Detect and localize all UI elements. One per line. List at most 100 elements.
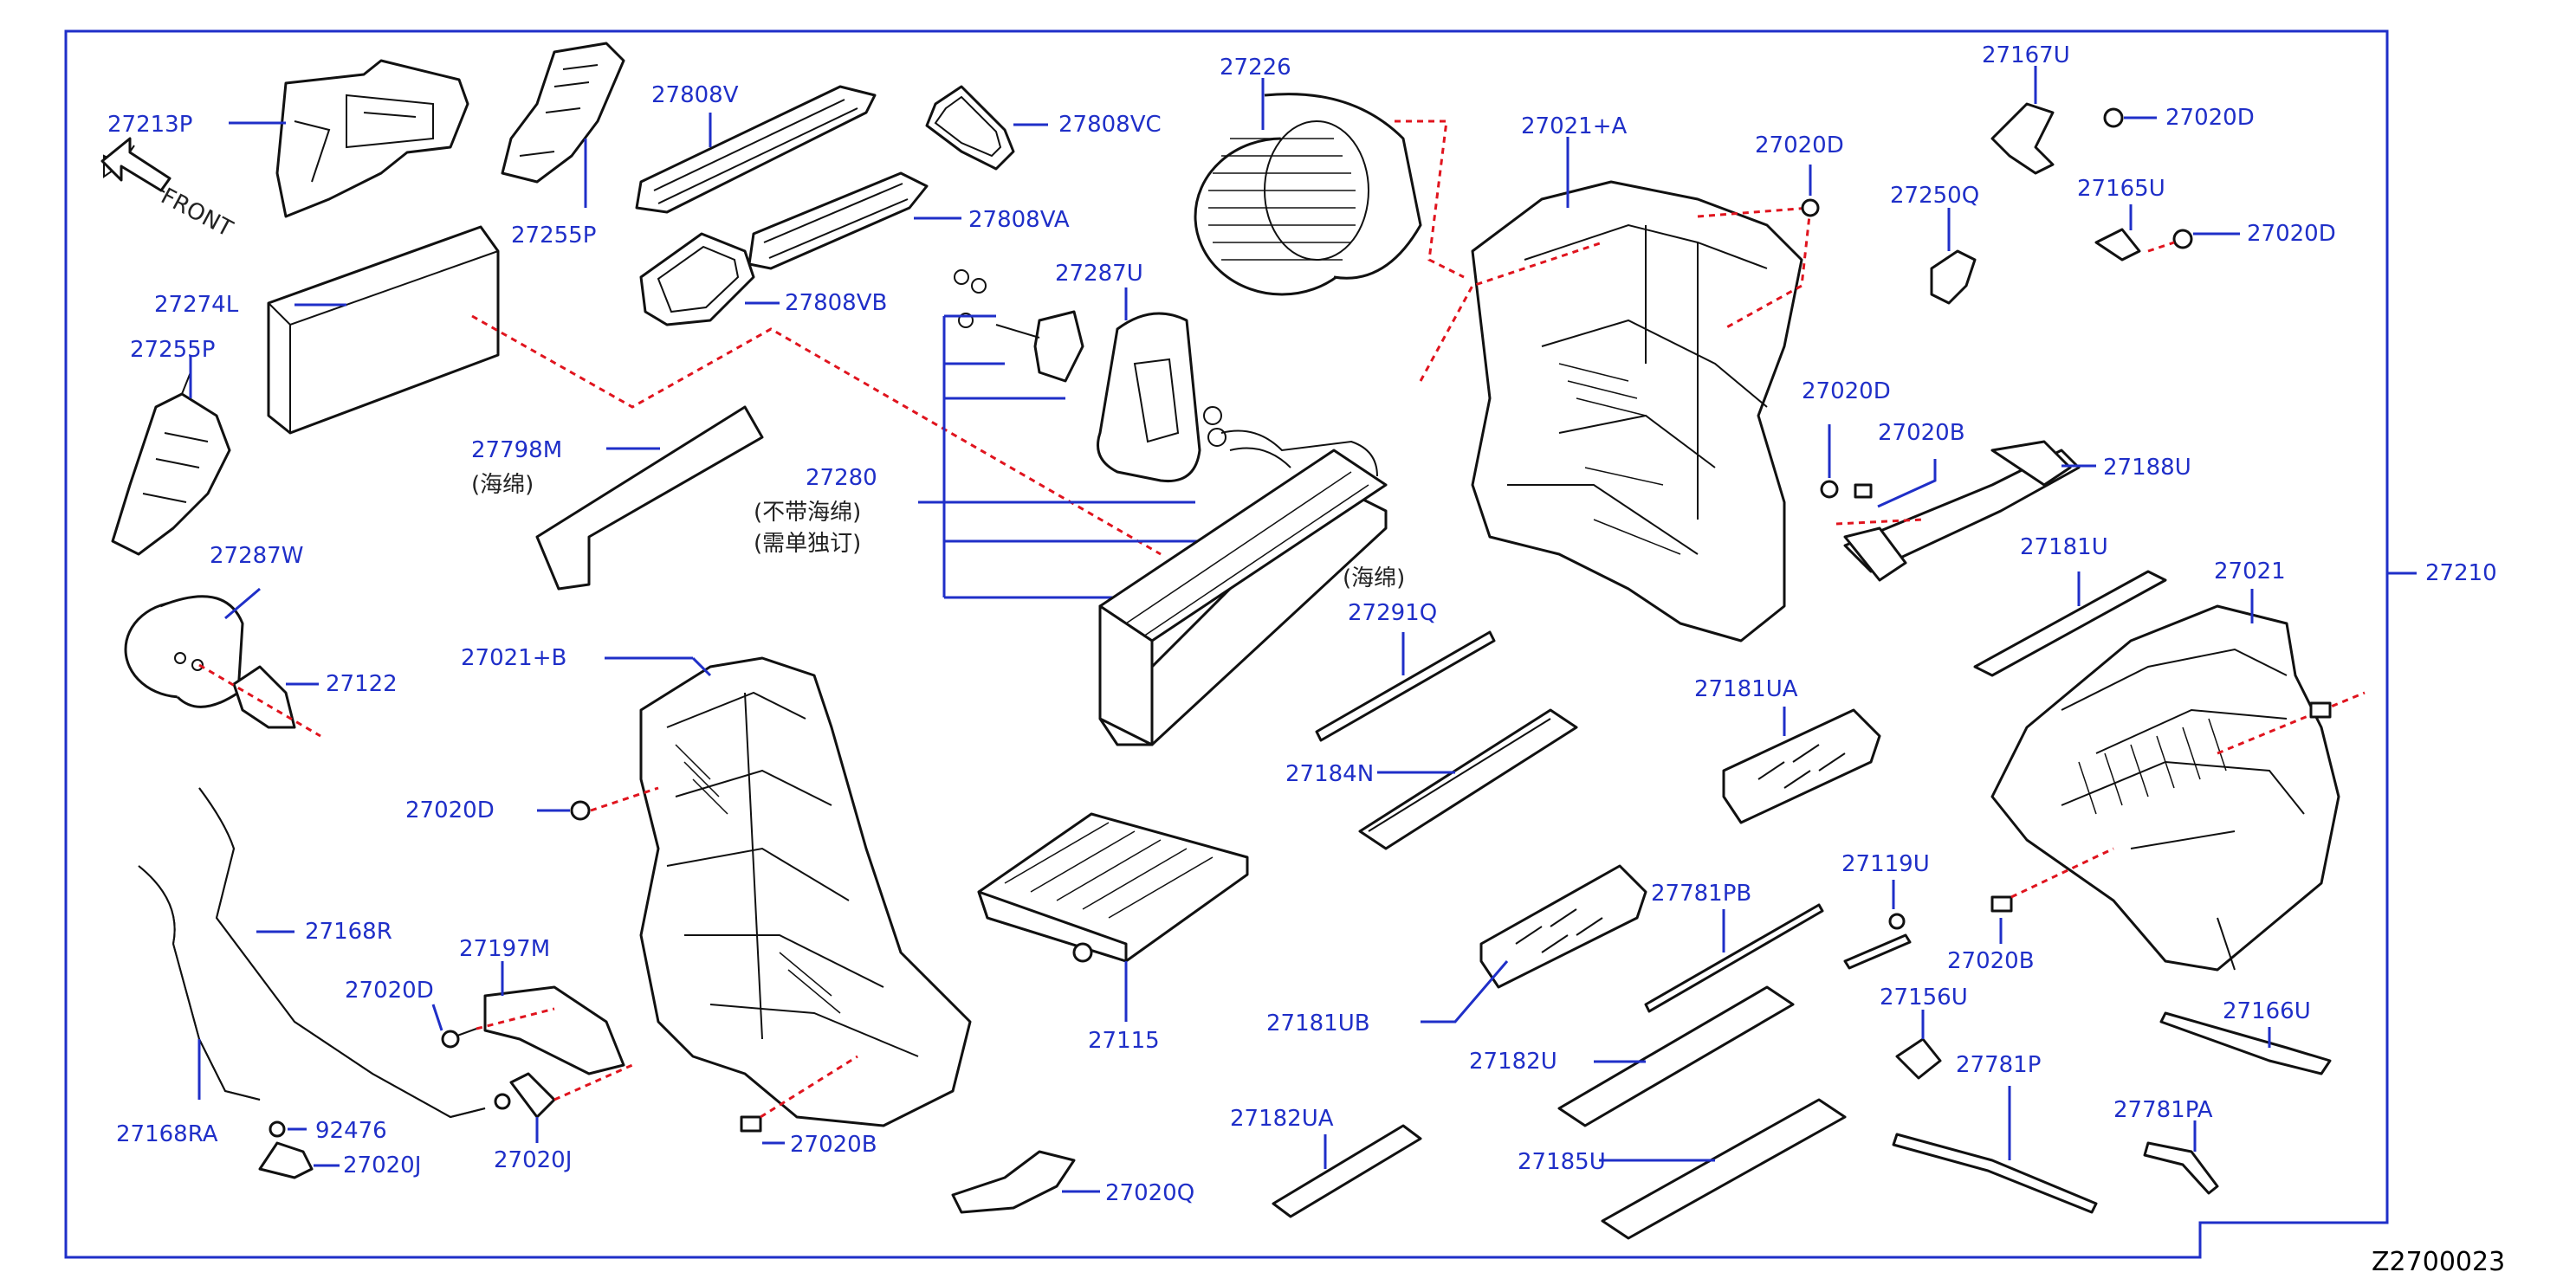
callout-27167U[interactable]: 27167U <box>1982 42 2070 68</box>
callout-27165U[interactable]: 27165U <box>2077 176 2165 202</box>
part-27182UA-door[interactable] <box>1272 1124 1422 1218</box>
callout-27250Q[interactable]: 27250Q <box>1890 183 1979 209</box>
part-27798M-foam[interactable] <box>535 405 764 591</box>
part-27250Q-lever[interactable] <box>1930 249 1977 305</box>
part-27020D-screw-right[interactable] <box>2172 229 2193 249</box>
callout-27280[interactable]: 27280 <box>806 465 877 491</box>
callout-27255P-lower[interactable]: 27255P <box>130 337 215 363</box>
callout-27210[interactable]: 27210 <box>2425 560 2497 586</box>
part-27020Q-duct[interactable] <box>951 1150 1076 1214</box>
callout-27781P[interactable]: 27781P <box>1956 1052 2041 1078</box>
part-27808VC-seal[interactable] <box>925 85 1015 171</box>
part-27021A-housing[interactable] <box>1471 180 1803 642</box>
part-27808VA-seal[interactable] <box>748 171 929 270</box>
callout-27168RA[interactable]: 27168RA <box>116 1121 218 1147</box>
callout-27020B-lower[interactable]: 27020B <box>790 1132 877 1158</box>
callout-27197M[interactable]: 27197M <box>459 936 550 962</box>
callout-27020B-right[interactable]: 27020B <box>1947 948 2035 974</box>
part-27181UB-door[interactable] <box>1479 864 1647 989</box>
callout-27021[interactable]: 27021 <box>2214 559 2286 584</box>
callout-27020D-right[interactable]: 27020D <box>2247 221 2336 247</box>
callout-27213P[interactable]: 27213P <box>107 112 192 138</box>
callout-27181UA[interactable]: 27181UA <box>1694 676 1798 702</box>
callout-27168R[interactable]: 27168R <box>305 919 392 945</box>
part-27184N-door[interactable] <box>1358 708 1578 850</box>
callout-27021B[interactable]: 27021+B <box>461 645 566 671</box>
part-27185U-door[interactable] <box>1601 1098 1847 1240</box>
callout-27287W[interactable]: 27287W <box>210 543 303 569</box>
part-27255P-lower[interactable] <box>111 371 231 556</box>
part-27020D-screw-mid[interactable] <box>1820 480 1839 499</box>
callout-27808VB[interactable]: 27808VB <box>785 290 887 316</box>
callout-27808VA[interactable]: 27808VA <box>968 207 1070 233</box>
part-27182U-door[interactable] <box>1557 985 1795 1127</box>
callout-27182UA[interactable]: 27182UA <box>1230 1106 1334 1132</box>
part-27020J-bracket-left[interactable] <box>258 1141 314 1179</box>
part-27808V-seal[interactable] <box>635 85 877 214</box>
part-27197M-bracket[interactable] <box>483 985 625 1075</box>
callout-27185U[interactable]: 27185U <box>1518 1149 1606 1175</box>
callout-27188U[interactable]: 27188U <box>2103 455 2191 481</box>
part-27020J-bracket[interactable] <box>494 1072 556 1119</box>
callout-27020J[interactable]: 27020J <box>494 1147 572 1173</box>
part-27255P-upper[interactable] <box>501 42 625 184</box>
part-27168R-hose[interactable] <box>138 787 486 1119</box>
callout-27255P-upper[interactable]: 27255P <box>511 223 596 249</box>
callout-27020Q[interactable]: 27020Q <box>1105 1180 1194 1206</box>
callout-27020D-upper[interactable]: 27020D <box>1755 132 1844 158</box>
callout-92476[interactable]: 92476 <box>315 1118 387 1144</box>
part-27020B-clip-lower[interactable] <box>740 1115 762 1133</box>
part-27181UA-door[interactable] <box>1722 708 1881 824</box>
part-27167U-lever[interactable] <box>1990 102 2055 175</box>
part-27274L-cabin-filter[interactable] <box>267 225 500 435</box>
callout-27020D-lower[interactable]: 27020D <box>345 978 434 1004</box>
callout-27781PB[interactable]: 27781PB <box>1651 881 1751 907</box>
callout-27226[interactable]: 27226 <box>1220 55 1291 81</box>
part-27181U-door[interactable] <box>1973 570 2167 677</box>
part-27781P-rod[interactable] <box>1892 1133 2098 1214</box>
callout-27781PA[interactable]: 27781PA <box>2113 1097 2213 1123</box>
part-27020B-clip-right[interactable] <box>1990 895 2013 913</box>
part-27287U-foam[interactable] <box>1097 312 1201 483</box>
callout-27808V[interactable]: 27808V <box>651 82 739 108</box>
part-27020D-screw-lower[interactable] <box>441 1028 477 1049</box>
part-27280-evaporator-fittings[interactable] <box>954 269 1084 383</box>
part-27781PB-rod[interactable] <box>1644 903 1824 1013</box>
callout-27808VC[interactable]: 27808VC <box>1058 112 1162 138</box>
part-27115-heater-core[interactable] <box>977 812 1249 963</box>
part-27020B-clip-right-top[interactable] <box>2309 701 2332 719</box>
callout-27156U[interactable]: 27156U <box>1880 985 1968 1011</box>
callout-27020D-mid[interactable]: 27020D <box>1802 378 1891 404</box>
callout-27020D-top-right[interactable]: 27020D <box>2165 105 2255 131</box>
part-27226-blower-motor[interactable] <box>1194 93 1422 296</box>
callout-27020J-left[interactable]: 27020J <box>343 1153 421 1178</box>
callout-27182U[interactable]: 27182U <box>1469 1049 1557 1075</box>
part-27020D-screw-upper[interactable] <box>1801 198 1820 217</box>
callout-27184N[interactable]: 27184N <box>1285 761 1374 787</box>
callout-27798M[interactable]: 27798M <box>471 437 562 463</box>
callout-27122[interactable]: 27122 <box>326 671 398 697</box>
callout-27166U[interactable]: 27166U <box>2223 998 2311 1024</box>
part-27291Q-strip[interactable] <box>1315 630 1496 742</box>
callout-27020D-left[interactable]: 27020D <box>405 797 495 823</box>
part-27119U-pin[interactable] <box>1843 913 1912 970</box>
part-27287W-foam[interactable] <box>124 595 244 708</box>
part-27020B-clip-upper[interactable] <box>1854 483 1873 499</box>
part-27021-housing[interactable] <box>1990 604 2340 972</box>
part-27020D-screw-left[interactable] <box>570 800 591 821</box>
callout-27115[interactable]: 27115 <box>1088 1028 1160 1054</box>
callout-27274L[interactable]: 27274L <box>154 292 239 318</box>
callout-27287U[interactable]: 27287U <box>1055 261 1143 287</box>
part-27808VB-seal[interactable] <box>639 232 755 326</box>
callout-27181UB[interactable]: 27181UB <box>1266 1011 1370 1036</box>
part-27280-evaporator[interactable] <box>1098 406 1388 746</box>
callout-27020B-upper[interactable]: 27020B <box>1878 420 1965 446</box>
part-27020D-screw-top-right[interactable] <box>2103 107 2124 128</box>
part-27156U-clip[interactable] <box>1895 1037 1942 1080</box>
callout-27021A[interactable]: 27021+A <box>1521 113 1627 139</box>
part-27165U-lever[interactable] <box>2094 228 2141 262</box>
part-27213P[interactable] <box>275 59 469 218</box>
part-27188U-link[interactable] <box>1843 440 2081 582</box>
callout-27181U[interactable]: 27181U <box>2020 534 2108 560</box>
callout-27291Q[interactable]: 27291Q <box>1348 600 1437 626</box>
